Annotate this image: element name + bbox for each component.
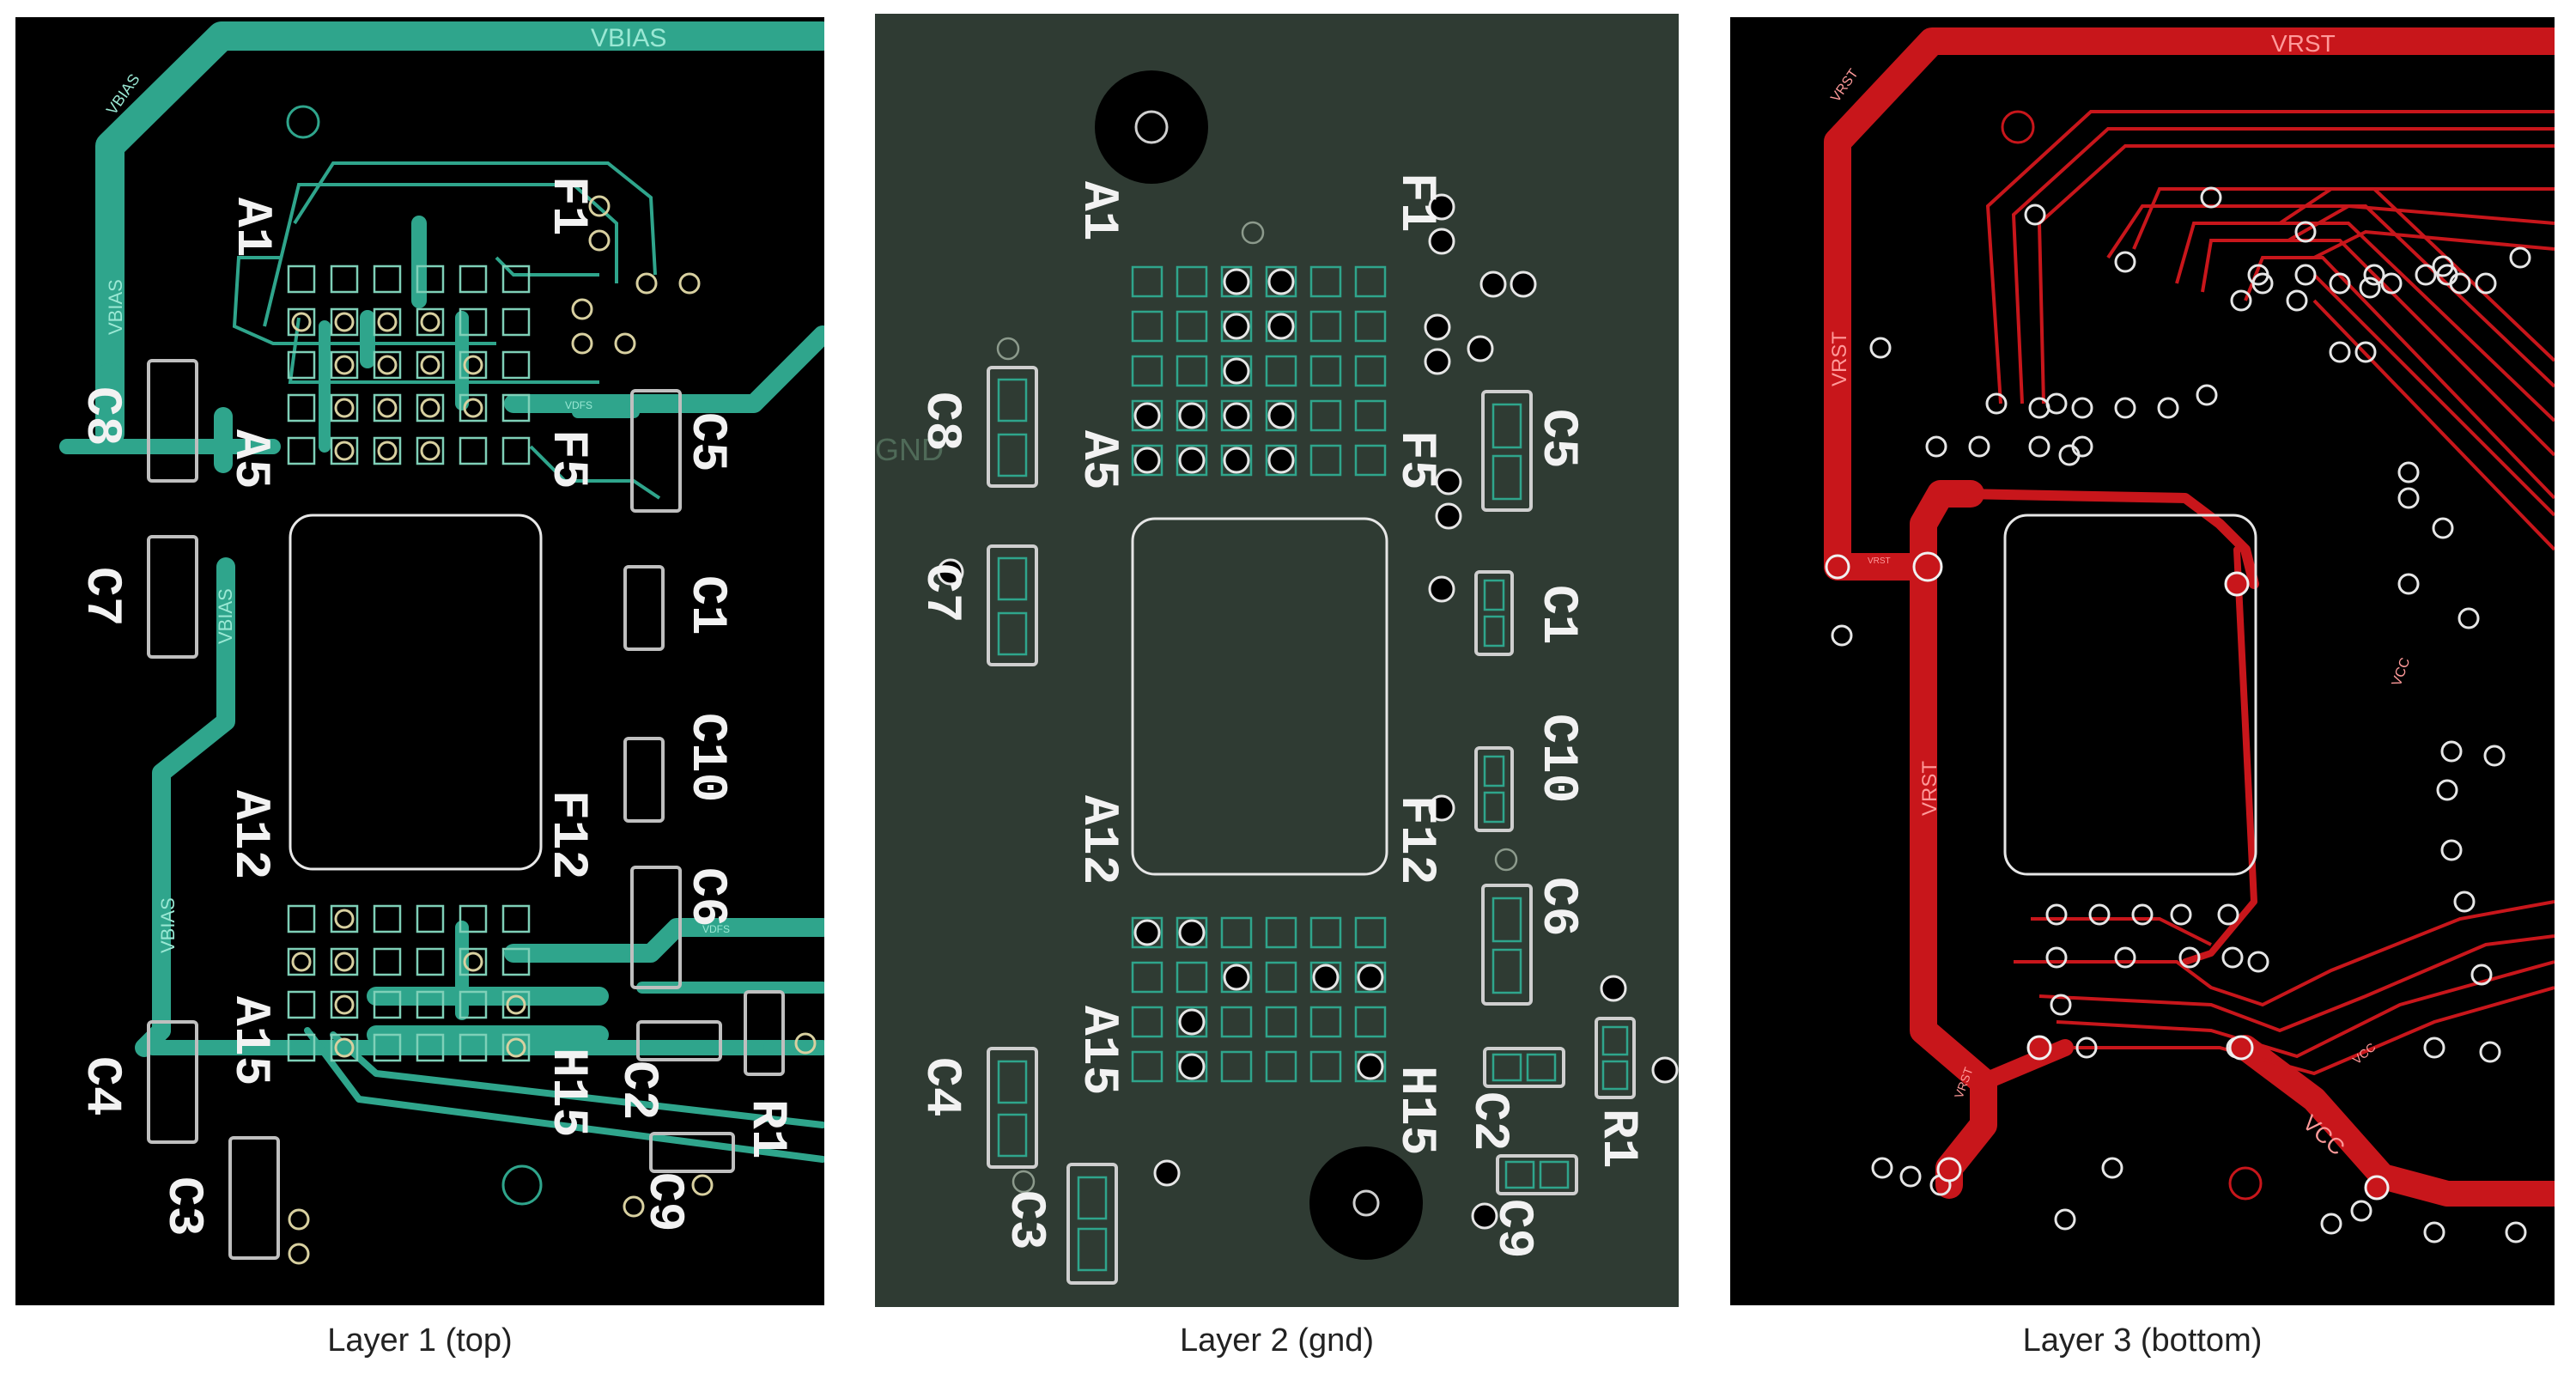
svg-text:F5: F5 [1388, 430, 1443, 490]
layer2-panel: GND A1 F1 A5 F5 C8 C7 C5 C1 C10 A12 F12 … [875, 14, 1679, 1307]
layer2-pad-inner [997, 378, 1629, 1272]
layer1-silkscreen: A1 F1 A5 F5 C8 C7 C5 C1 C10 A12 F12 C6 A… [73, 176, 794, 1237]
svg-text:C9: C9 [635, 1172, 691, 1232]
svg-text:C5: C5 [1529, 409, 1585, 469]
layer1-chip-outline [289, 514, 543, 871]
svg-text:C8: C8 [913, 392, 969, 452]
svg-text:F12: F12 [1388, 795, 1443, 885]
svg-text:VRST: VRST [1918, 761, 1941, 816]
layer3-chip-outline [2003, 514, 2257, 876]
layer1-bga-top [287, 264, 531, 465]
layer3-red-vias [2001, 110, 2263, 1201]
layer3-caption: Layer 3 (bottom) [2022, 1322, 2263, 1359]
svg-text:R1: R1 [1589, 1109, 1645, 1169]
svg-text:C3: C3 [997, 1190, 1053, 1250]
layer2-chip-outline [1131, 517, 1388, 876]
svg-text:A1: A1 [223, 198, 279, 258]
svg-text:C5: C5 [678, 412, 734, 472]
layer1-vias [288, 195, 817, 1265]
svg-text:H15: H15 [1388, 1066, 1443, 1155]
layer3-board: VRST VRST VRST VRST VRST VRST VCC VCC VC… [1730, 17, 2555, 1305]
svg-text:A1: A1 [1070, 181, 1126, 241]
layer1-traces [59, 21, 824, 1163]
svg-text:A12: A12 [222, 790, 277, 879]
layer1-caption: Layer 1 (top) [327, 1322, 513, 1359]
layer2-caption: Layer 2 (gnd) [1179, 1322, 1374, 1359]
svg-text:VRST: VRST [1828, 331, 1851, 386]
svg-text:C4: C4 [73, 1056, 129, 1116]
svg-text:A5: A5 [222, 429, 277, 489]
layer2-board: GND A1 F1 A5 F5 C8 C7 C5 C1 C10 A12 F12 … [875, 14, 1679, 1307]
layer2-small-vias [996, 221, 1518, 1194]
svg-text:C10: C10 [1529, 714, 1585, 803]
layer2-gnd-label: GND [875, 432, 944, 467]
svg-text:F5: F5 [539, 429, 595, 489]
svg-text:H15: H15 [539, 1048, 595, 1137]
svg-text:C4: C4 [913, 1057, 969, 1117]
svg-text:C6: C6 [1529, 877, 1585, 937]
svg-text:A5: A5 [1070, 430, 1126, 490]
layer2-gnd-vias [937, 193, 1679, 1230]
layer3-power-vias [1825, 551, 2390, 1201]
svg-text:F1: F1 [539, 176, 595, 236]
layer1-mounting-holes [286, 105, 543, 1206]
layer2-bga-top [1131, 265, 1387, 477]
svg-text:VDFS: VDFS [702, 923, 730, 935]
svg-text:A15: A15 [1070, 1006, 1126, 1095]
svg-text:VBIAS: VBIAS [215, 588, 236, 644]
svg-text:VBIAS: VBIAS [157, 897, 179, 953]
layer2-mounting-holes [1095, 70, 1423, 1260]
layer2-component-pads [987, 366, 1636, 1285]
svg-text:C10: C10 [678, 713, 734, 802]
svg-text:F1: F1 [1388, 173, 1443, 233]
svg-text:C1: C1 [1529, 585, 1585, 645]
svg-text:C6: C6 [678, 867, 734, 927]
layer3-panel: VRST VRST VRST VRST VRST VRST VCC VCC VC… [1730, 17, 2555, 1305]
svg-text:C7: C7 [73, 567, 129, 627]
svg-text:C9: C9 [1485, 1199, 1540, 1259]
svg-text:VRST: VRST [2271, 30, 2336, 57]
layer1-board: VBIAS VBIAS VBIAS VBIAS VBIAS VDFS VDFS … [15, 17, 824, 1305]
svg-text:C2: C2 [1461, 1091, 1516, 1152]
layer2-bga-bottom [1131, 916, 1387, 1083]
layer1-bga-bottom [287, 904, 531, 1062]
svg-text:C8: C8 [73, 386, 129, 447]
svg-text:VRST: VRST [1868, 556, 1891, 566]
svg-text:VBIAS: VBIAS [105, 279, 126, 335]
layer1-panel: VBIAS VBIAS VBIAS VBIAS VBIAS VDFS VDFS … [15, 17, 824, 1305]
svg-text:VDFS: VDFS [565, 399, 592, 411]
svg-text:R1: R1 [738, 1099, 794, 1159]
svg-text:C1: C1 [678, 575, 734, 635]
layer2-silkscreen: A1 F1 A5 F5 C8 C7 C5 C1 C10 A12 F12 C6 A… [913, 173, 1645, 1259]
svg-text:A15: A15 [222, 996, 277, 1085]
svg-text:C2: C2 [610, 1061, 665, 1121]
svg-text:VBIAS: VBIAS [591, 24, 666, 52]
svg-text:F12: F12 [539, 790, 595, 879]
layer1-component-pads [147, 359, 785, 1260]
svg-text:C3: C3 [155, 1176, 210, 1237]
layer1-thin-traces [232, 161, 661, 500]
svg-text:A12: A12 [1070, 795, 1126, 885]
svg-text:C7: C7 [913, 563, 969, 623]
